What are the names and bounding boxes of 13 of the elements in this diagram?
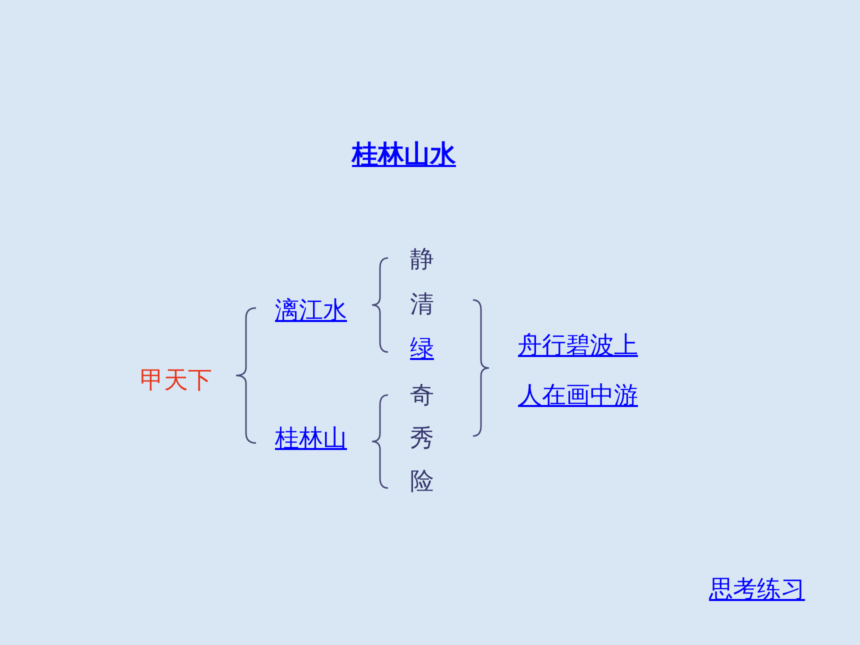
term-link: 漓江水 bbox=[275, 295, 347, 325]
phrase-link: 舟行碧波上 bbox=[518, 330, 638, 360]
topic-text: 甲天下 bbox=[140, 365, 212, 395]
quality-text: 险 bbox=[410, 466, 434, 496]
quality-text: 秀 bbox=[410, 423, 434, 453]
term-link: 绿 bbox=[410, 333, 434, 363]
nav-link: 思考练习 bbox=[709, 574, 805, 604]
quality-text: 清 bbox=[410, 289, 434, 319]
term-link: 桂林山 bbox=[275, 423, 347, 453]
phrase-link: 人在画中游 bbox=[518, 380, 638, 410]
quality-text: 静 bbox=[410, 244, 434, 274]
title-link: 桂林山水 bbox=[352, 140, 456, 170]
quality-text: 奇 bbox=[410, 380, 434, 410]
